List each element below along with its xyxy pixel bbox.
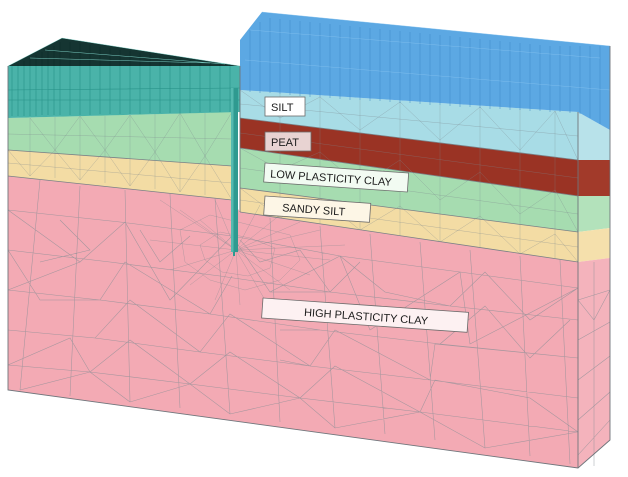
sheet-pile — [231, 88, 238, 252]
front-low-clay-left — [8, 112, 232, 166]
excavation-distributed-load — [7, 37, 241, 118]
embankment-load-top — [240, 12, 610, 130]
label-high-plasticity-clay: HIGH PLASTICITY CLAY — [261, 297, 469, 333]
label-low-plasticity-clay: LOW PLASTICITY CLAY — [263, 162, 410, 193]
right-face-peat — [578, 160, 610, 196]
label-silt: SILT — [264, 96, 306, 117]
right-face-low-clay — [578, 196, 610, 232]
embankment-distributed-load — [240, 11, 611, 130]
right-face-silt — [578, 112, 610, 160]
label-sandy-silt-text: SANDY SILT — [282, 202, 346, 218]
front-high-clay — [8, 176, 578, 468]
front-peat-right — [240, 118, 578, 196]
label-peat: PEAT — [264, 131, 312, 152]
model-outline — [7, 46, 611, 469]
right-side-face — [577, 112, 611, 468]
label-peat-text: PEAT — [271, 137, 299, 149]
label-sandy-silt: SANDY SILT — [263, 195, 372, 223]
front-sandy-silt-left — [8, 150, 232, 200]
finite-element-mesh — [7, 89, 579, 465]
right-face-sandy-silt — [578, 228, 610, 262]
label-silt-text: SILT — [271, 102, 294, 114]
sheet-pile-wall — [231, 88, 238, 256]
front-silt-right — [240, 90, 578, 160]
